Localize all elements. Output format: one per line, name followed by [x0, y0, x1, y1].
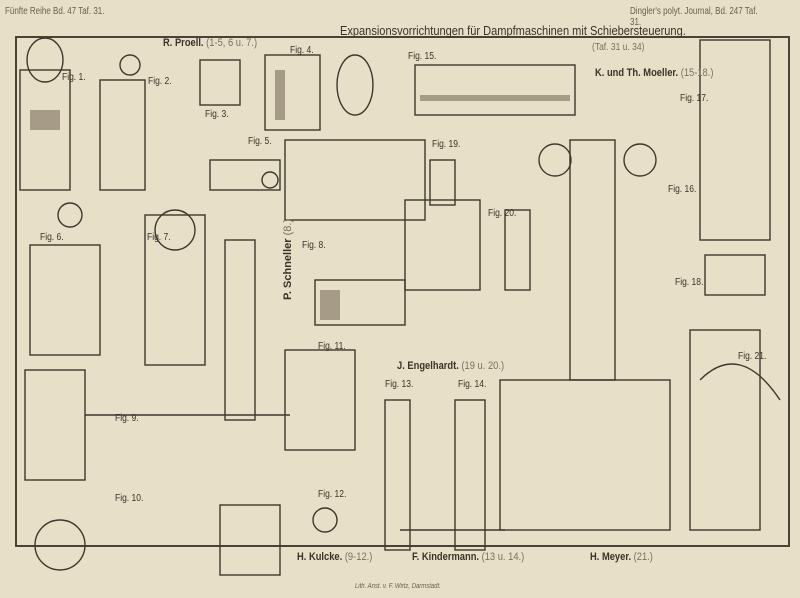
- fig-2-drawing: [99, 54, 146, 191]
- fig-4-drawing: [264, 54, 321, 131]
- author-name: K. und Th. Moeller.: [595, 67, 679, 79]
- fig-6-label: Fig. 6.: [40, 232, 64, 243]
- author-engelhardt: J. Engelhardt. (19 u. 20.): [397, 360, 504, 372]
- author-schneller: P. Schneller (8.): [282, 219, 294, 300]
- fig-12-label: Fig. 12.: [318, 489, 347, 500]
- fig-1-label: Fig. 1.: [62, 72, 86, 83]
- author-name: F. Kindermann.: [412, 551, 480, 563]
- header-right: Dingler's polyt. Journal, Bd. 247 Taf. 3…: [630, 6, 758, 28]
- fig-2-label: Fig. 2.: [148, 76, 172, 87]
- fig-19-label: Fig. 19.: [432, 139, 461, 150]
- author-kulcke: H. Kulcke. (9-12.): [297, 551, 372, 563]
- fig-18-drawing: [704, 254, 766, 296]
- fig-12-drawing: [312, 507, 338, 533]
- author-name: J. Engelhardt.: [397, 360, 459, 372]
- fig-7-drawing: [144, 209, 206, 366]
- fig-15-drawing: [414, 64, 576, 116]
- fig-5-drawing: [209, 159, 281, 191]
- fig-20-label: Fig. 20.: [488, 208, 517, 219]
- fig-3-drawing: [199, 59, 241, 106]
- fig-17-label: Fig. 17.: [680, 93, 709, 104]
- fig-6-drawing: [29, 202, 101, 356]
- fig-8-drawing: [284, 54, 426, 326]
- fig-16-drawing: [499, 139, 671, 531]
- fig-11-label: Fig. 11.: [318, 341, 346, 352]
- author-name: H. Kulcke.: [297, 551, 343, 563]
- fig-1-drawing: [19, 37, 71, 191]
- fig-5-label: Fig. 5.: [248, 136, 272, 147]
- author-name: R. Proell.: [163, 37, 204, 49]
- fig-18-label: Fig. 18.: [675, 277, 704, 288]
- fig-3-label: Fig. 3.: [205, 109, 229, 120]
- fig-19-drawing: [404, 159, 481, 291]
- author-proell: R. Proell. (1-5, 6 u. 7.): [163, 37, 257, 49]
- fig-8-label: Fig. 8.: [302, 240, 326, 251]
- fig-10-label: Fig. 10.: [115, 493, 144, 504]
- author-name: H. Meyer.: [590, 551, 632, 563]
- author-name: P. Schneller: [282, 238, 294, 300]
- fig-9-label: Fig. 9.: [115, 413, 139, 424]
- author-figure-ref: (9-12.): [344, 551, 373, 563]
- fig-13-label: Fig. 13.: [385, 379, 414, 390]
- fig-9-drawing: [24, 239, 290, 481]
- author-kindermann: F. Kindermann. (13 u. 14.): [412, 551, 524, 563]
- imprint: Lith. Anst. v. F. Wirtz, Darmstadt.: [355, 583, 441, 590]
- fig-13-drawing: [384, 399, 411, 551]
- author-figure-ref: (13 u. 14.): [481, 551, 525, 563]
- fig-21-label: Fig. 21.: [738, 351, 767, 362]
- fig-15-label: Fig. 15.: [408, 51, 437, 62]
- fig-10-drawing: [34, 504, 281, 576]
- author-figure-ref: (1-5, 6 u. 7.): [206, 37, 258, 49]
- fig-20-drawing: [504, 209, 531, 291]
- fig-14-label: Fig. 14.: [458, 379, 487, 390]
- author-figure-ref: (15-18.): [680, 67, 714, 79]
- author-meyer: H. Meyer. (21.): [590, 551, 653, 563]
- author-figure-ref: (8.): [282, 218, 294, 236]
- fig-7-label: Fig. 7.: [147, 232, 171, 243]
- author-figure-ref: (21.): [633, 551, 653, 563]
- author-figure-ref: (19 u. 20.): [461, 360, 505, 372]
- header-left: Fünfte Reihe Bd. 47 Taf. 31.: [5, 6, 105, 17]
- author-moeller: K. und Th. Moeller. (15-18.): [595, 67, 713, 79]
- plate-title: Expansionsvorrichtungen für Dampfmaschin…: [340, 23, 686, 38]
- fig-17-drawing: [699, 39, 771, 241]
- plate-title-ref: (Taf. 31 u. 34): [592, 42, 645, 53]
- fig-4-label: Fig. 4.: [290, 45, 314, 56]
- plate-frame: [15, 36, 790, 547]
- fig-11-drawing: [284, 349, 356, 451]
- fig-16-label: Fig. 16.: [668, 184, 697, 195]
- fig-14-drawing: [400, 399, 505, 551]
- fig-21-drawing: [689, 329, 781, 531]
